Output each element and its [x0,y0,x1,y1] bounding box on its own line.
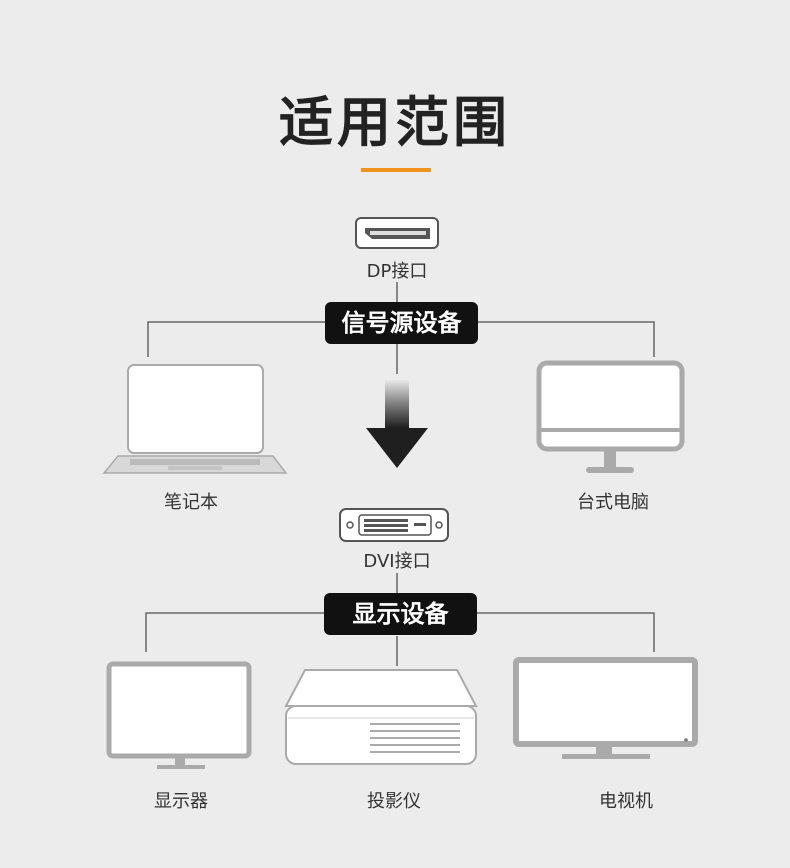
title-underline [361,168,431,172]
monitor-label: 显示器 [154,791,208,812]
dvi-port-icon [339,508,449,542]
dvi-port-label: DVI接口 [363,551,431,572]
tv-label: 电视机 [599,791,653,812]
down-arrow-icon [366,380,428,468]
desktop-label: 台式电脑 [577,492,649,513]
source-group-label: 信号源设备 [325,302,478,344]
dp-port-label: DP接口 [366,261,428,282]
laptop-icon [102,364,288,474]
laptop-label: 笔记本 [164,492,218,513]
projector-label: 投影仪 [367,791,421,812]
dp-port-icon [355,217,439,249]
page-title: 适用范围 [279,91,511,154]
monitor-icon [106,661,252,769]
tv-icon [513,657,698,759]
projector-icon [284,669,478,765]
desktop-monitor-icon [536,360,685,473]
display-group-label: 显示设备 [324,593,477,635]
